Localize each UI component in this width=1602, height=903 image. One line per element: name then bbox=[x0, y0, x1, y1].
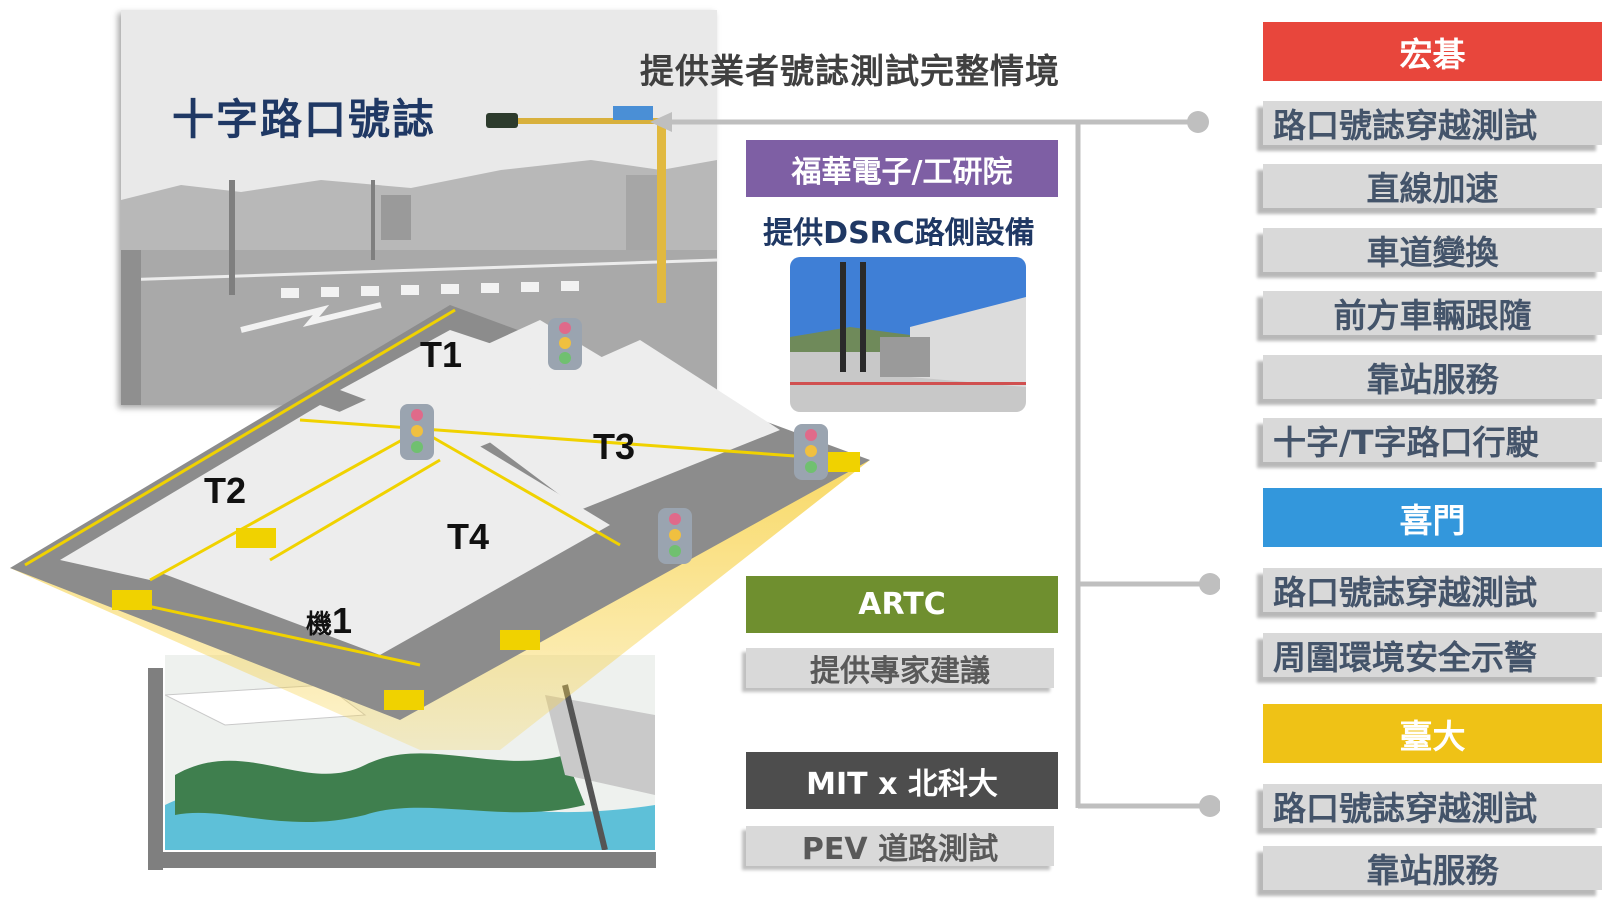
block-label-m1: 機1 bbox=[306, 600, 352, 642]
ntu-item: 路口號誌穿越測試 bbox=[1263, 784, 1602, 828]
block-label-m1-number: 1 bbox=[332, 600, 353, 641]
crosswalk-pad bbox=[500, 630, 540, 650]
photo-title: 十字路口號誌 bbox=[172, 95, 437, 144]
traffic-light-icon bbox=[794, 424, 828, 480]
crosswalk-pad bbox=[236, 528, 276, 548]
acer-item: 路口號誌穿越測試 bbox=[1263, 101, 1602, 145]
ntu-item: 靠站服務 bbox=[1263, 846, 1602, 890]
intersection-photo-art bbox=[121, 10, 717, 405]
block-label-m1-prefix: 機 bbox=[306, 609, 333, 639]
acer-header: 宏碁 bbox=[1263, 22, 1602, 81]
connector-dot-acer bbox=[1187, 111, 1209, 133]
mit-sub: PEV 道路測試 bbox=[746, 826, 1054, 867]
ximen-item: 路口號誌穿越測試 bbox=[1263, 568, 1602, 612]
intersection-photo bbox=[121, 10, 717, 405]
itri-header: 福華電子/工研院 bbox=[746, 140, 1058, 197]
crosswalk-pad bbox=[820, 452, 860, 472]
ntu-header: 臺大 bbox=[1263, 704, 1602, 763]
traffic-light-icon bbox=[548, 318, 582, 370]
traffic-light-icon bbox=[400, 404, 434, 460]
block-diagram bbox=[10, 305, 870, 750]
block-t3 bbox=[460, 340, 780, 510]
acer-item: 靠站服務 bbox=[1263, 355, 1602, 399]
crosswalk-pad bbox=[112, 590, 152, 610]
connector-dot-ximen bbox=[1199, 573, 1220, 595]
acer-item: 十字/T字路口行駛 bbox=[1263, 418, 1602, 462]
connector-dot-ntu bbox=[1199, 795, 1220, 817]
mit-header: MIT x 北科大 bbox=[746, 752, 1058, 809]
map-frame-bottom bbox=[148, 852, 656, 868]
block-label-t2: T2 bbox=[204, 470, 247, 511]
ximen-header: 喜門 bbox=[1263, 488, 1602, 547]
dsrc-photo bbox=[790, 257, 1026, 412]
block-t1 bbox=[340, 330, 540, 420]
block-label-t3: T3 bbox=[593, 426, 636, 467]
connector-lines bbox=[650, 111, 1220, 817]
traffic-light-icon bbox=[658, 508, 692, 564]
artc-sub: 提供專家建議 bbox=[746, 648, 1054, 689]
block-label-t4: T4 bbox=[447, 516, 490, 557]
scenario-heading: 提供業者號誌測試完整情境 bbox=[640, 52, 1060, 92]
block-t2 bbox=[60, 405, 420, 580]
block-label-t1: T1 bbox=[420, 334, 463, 375]
map-frame-left bbox=[148, 668, 163, 870]
ximen-item: 周圍環境安全示警 bbox=[1263, 633, 1602, 677]
crosswalk-pad bbox=[384, 690, 424, 710]
itri-sub: 提供DSRC路側設備 bbox=[763, 216, 1035, 251]
acer-item: 前方車輛跟隨 bbox=[1263, 291, 1602, 335]
artc-header: ARTC bbox=[746, 576, 1058, 633]
acer-item: 車道變換 bbox=[1263, 228, 1602, 272]
dsrc-photo-art bbox=[790, 257, 1026, 412]
acer-item: 直線加速 bbox=[1263, 164, 1602, 208]
